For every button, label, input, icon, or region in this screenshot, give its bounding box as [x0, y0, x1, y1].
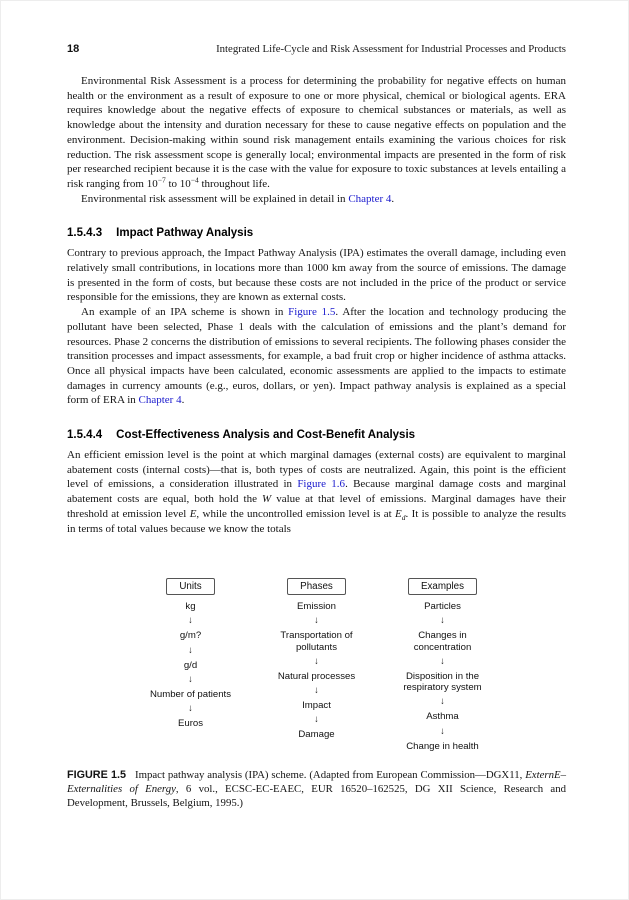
text-segment: , while the uncontrolled emission level … [196, 507, 396, 520]
section-1543-paragraph-1: Contrary to previous approach, the Impac… [67, 246, 566, 305]
text-segment: W [262, 493, 272, 506]
down-arrow-icon: ↓ [314, 655, 319, 667]
text-segment: An efficient emission level is the point… [67, 449, 566, 491]
page-number: 18 [67, 43, 80, 55]
down-arrow-icon: ↓ [314, 714, 319, 726]
page-header: 18 Integrated Life-Cycle and Risk Assess… [67, 43, 566, 55]
down-arrow-icon: ↓ [188, 615, 193, 627]
figure-item: Euros [177, 718, 204, 730]
figure-item: g/m? [179, 630, 202, 642]
figure-1-6-link[interactable]: Figure 1.6 [297, 478, 346, 491]
figure-item: Changes in concentration [413, 630, 472, 653]
text-segment: An example of an IPA scheme is shown in [81, 306, 289, 319]
intro-paragraph-2: Environmental risk assessment will be ex… [67, 192, 566, 207]
figure-item: Emission [297, 601, 336, 613]
figure-item: Transportation of pollutants [280, 630, 353, 653]
down-arrow-icon: ↓ [314, 615, 319, 627]
down-arrow-icon: ↓ [440, 655, 445, 667]
figure-item: g/d [183, 659, 198, 671]
section-heading-1543: 1.5.4.3 Impact Pathway Analysis [67, 227, 566, 239]
section-number: 1.5.4.4 [67, 429, 103, 442]
section-1544-paragraph-1: An efficient emission level is the point… [67, 448, 566, 536]
text-segment: . [391, 192, 395, 205]
figure-item: Change in health [406, 740, 479, 752]
section-number: 1.5.4.3 [67, 227, 103, 240]
text-segment: ExternE–Externalities of Energy [67, 768, 566, 795]
figure-caption-label: FIGURE 1.5 [67, 768, 126, 781]
text-segment: Environmental risk assessment will be ex… [81, 192, 349, 205]
down-arrow-icon: ↓ [440, 725, 445, 737]
figure-item: Particles [424, 601, 461, 613]
figure-diagram: Units kg ↓ g/m? ↓ g/d ↓ Number of patients ↓ Euro… [67, 578, 566, 753]
figure-item: Damage [298, 729, 335, 741]
chapter-4-link[interactable]: Chapter 4 [348, 192, 392, 205]
down-arrow-icon: ↓ [440, 696, 445, 708]
figure-item: Impact [302, 700, 331, 712]
text-segment: E [189, 507, 197, 520]
text-segment: . After the location and technology prod… [67, 306, 566, 407]
text-segment: to 10 [165, 177, 191, 190]
figure-column-header: Examples [407, 578, 477, 596]
figure-column-header: Phases [287, 578, 346, 596]
section-1543-paragraph-2: An example of an IPA scheme is shown in … [67, 305, 566, 408]
section-title: Impact Pathway Analysis [116, 227, 254, 240]
figure-item: Asthma [426, 711, 459, 723]
chapter-4-link[interactable]: Chapter 4 [138, 394, 182, 407]
text-segment: d [401, 513, 406, 523]
running-title: Integrated Life-Cycle and Risk Assessmen… [216, 43, 566, 55]
figure-caption: FIGURE 1.5 Impact pathway analysis (IPA) … [67, 768, 566, 811]
text-segment: −7 [157, 175, 166, 185]
down-arrow-icon: ↓ [440, 615, 445, 627]
section-heading-1544: 1.5.4.4 Cost-Effectiveness Analysis and C… [67, 429, 566, 441]
text-segment: , 6 vol., ECSC-EC-EAEC, EUR 16520–162525… [67, 782, 567, 810]
text-segment: . Because marginal damage costs and marg… [67, 478, 566, 506]
figure-item: Natural processes [277, 670, 356, 682]
figure-item: Disposition in the respiratory system [403, 670, 482, 694]
text-segment: Impact pathway analysis (IPA) scheme. (A… [134, 768, 526, 781]
down-arrow-icon: ↓ [188, 703, 193, 715]
figure-1-5: Units kg ↓ g/m? ↓ g/d ↓ Number of patients ↓ Euro… [67, 578, 566, 810]
text-segment: Environmental Risk Assessment is a proce… [67, 75, 566, 190]
down-arrow-icon: ↓ [188, 673, 193, 685]
figure-1-5-link[interactable]: Figure 1.5 [288, 306, 336, 319]
text-segment: . It is possible to analyze the results … [67, 507, 566, 535]
text-segment: −4 [190, 175, 199, 185]
text-segment: value at that level of emissions. Margin… [67, 493, 566, 520]
figure-item: Number of patients [149, 688, 232, 700]
text-segment: E [395, 507, 402, 520]
figure-item: kg [185, 601, 196, 613]
text-segment: . [181, 394, 185, 407]
section-title: Cost-Effectiveness Analysis and Cost-Ben… [116, 429, 416, 442]
figure-column-units: Units kg ↓ g/m? ↓ g/d ↓ Number of patients ↓ Euro… [135, 578, 247, 731]
down-arrow-icon: ↓ [188, 644, 193, 656]
figure-column-header: Units [166, 578, 215, 596]
down-arrow-icon: ↓ [314, 685, 319, 697]
text-segment: Contrary to previous approach, the Impac… [67, 247, 566, 304]
intro-paragraph: Environmental Risk Assessment is a proce… [67, 74, 566, 192]
text-segment: throughout life. [198, 177, 270, 190]
